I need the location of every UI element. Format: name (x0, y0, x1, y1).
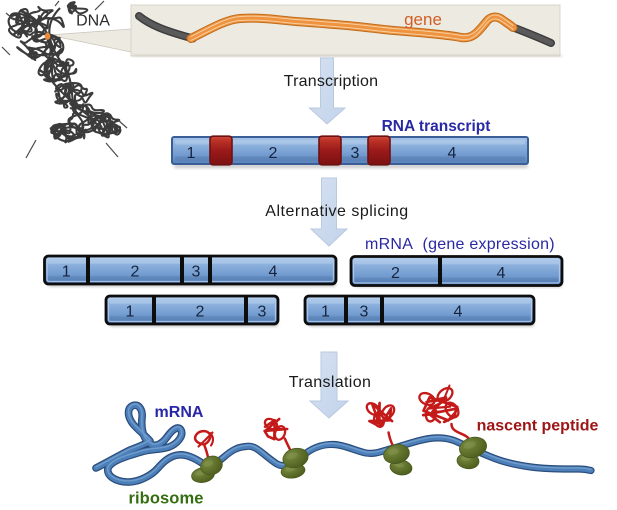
svg-text:gene: gene (404, 10, 442, 29)
svg-text:1: 1 (62, 264, 71, 281)
svg-text:1: 1 (126, 304, 135, 321)
svg-text:3: 3 (192, 264, 201, 281)
svg-text:1: 1 (187, 145, 196, 162)
svg-text:3: 3 (351, 145, 360, 162)
svg-text:2: 2 (391, 265, 400, 282)
svg-text:DNA: DNA (76, 13, 110, 30)
svg-text:nascent peptide: nascent peptide (477, 418, 599, 435)
svg-text:Transcription: Transcription (284, 73, 378, 90)
svg-text:4: 4 (497, 265, 506, 282)
svg-text:ribosome: ribosome (128, 490, 203, 508)
svg-text:2: 2 (131, 264, 140, 281)
svg-text:3: 3 (360, 304, 369, 321)
svg-text:2: 2 (196, 304, 205, 321)
svg-text:mRNA: mRNA (155, 404, 204, 421)
svg-text:3: 3 (258, 304, 267, 321)
svg-text:Alternative splicing: Alternative splicing (265, 203, 408, 220)
svg-text:1: 1 (321, 304, 330, 321)
svg-text:mRNA (gene expression): mRNA (gene expression) (365, 236, 555, 253)
svg-text:4: 4 (448, 145, 457, 162)
svg-text:Translation: Translation (289, 374, 371, 391)
svg-text:4: 4 (454, 304, 463, 321)
svg-text:RNA transcript: RNA transcript (382, 118, 491, 135)
svg-text:4: 4 (269, 264, 278, 281)
svg-text:2: 2 (269, 145, 278, 162)
